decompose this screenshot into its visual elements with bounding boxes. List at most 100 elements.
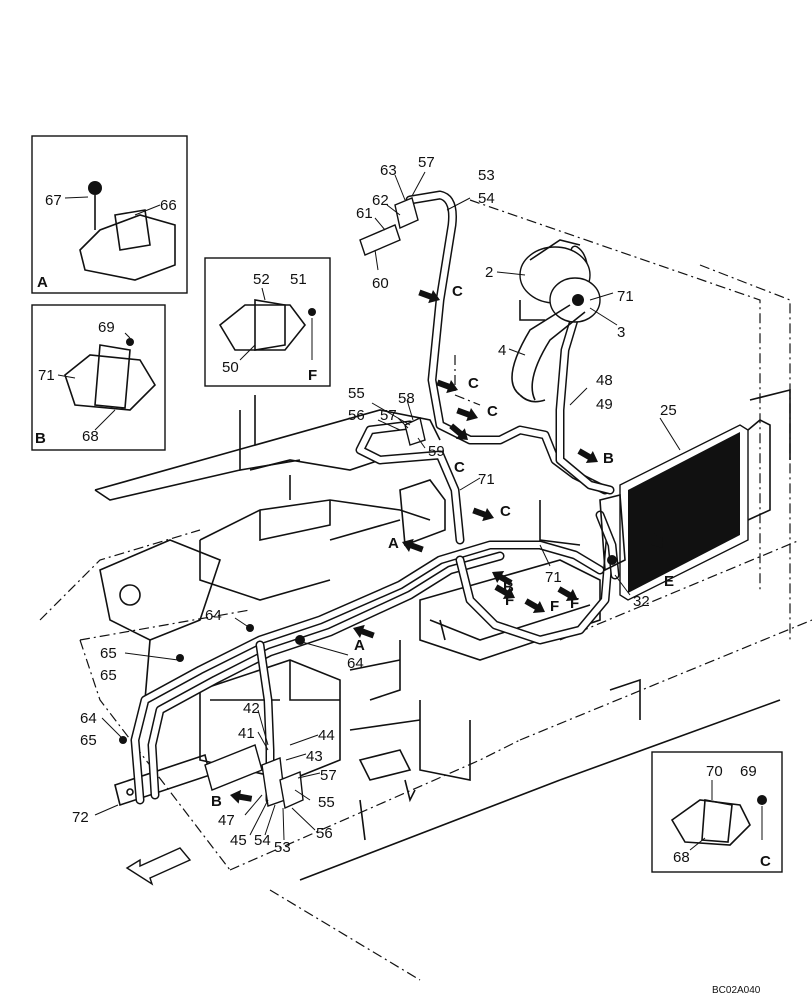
part-label-63: 63: [380, 162, 397, 179]
part-label-4: 4: [498, 342, 506, 359]
condenser: [599, 388, 791, 601]
view-arrow-icon: [449, 423, 468, 440]
fittings: [119, 197, 426, 810]
inset-labels: 67 66 A 69 71 68 B 52 51 50 F 70 69 68 C: [35, 192, 771, 870]
view-arrow-c: C: [449, 423, 468, 476]
view-arrow-letter: A: [388, 535, 399, 552]
view-arrow-letter: F: [505, 592, 514, 609]
view-arrow-icon: [402, 538, 424, 553]
view-arrow-letter: E: [664, 573, 674, 590]
part-label-43: 43: [306, 748, 323, 765]
view-arrow-icon: [436, 379, 458, 394]
part-label-3: 3: [617, 324, 625, 341]
view-arrow-a: A: [388, 535, 424, 553]
view-arrow-b: B: [577, 448, 614, 467]
inset-B-letter: B: [35, 430, 46, 447]
part-label-48: 48: [596, 372, 613, 389]
part-label-58: 58: [398, 390, 415, 407]
leader-lines: [94, 171, 681, 841]
part-label-61: 61: [356, 205, 373, 222]
view-arrow-c: C: [472, 503, 511, 522]
view-arrow-b: B: [211, 789, 253, 810]
part-label-71: 71: [617, 288, 634, 305]
inset-B: [31, 304, 166, 451]
inset-C-label-68: 68: [673, 849, 690, 866]
part-label-55: 55: [318, 794, 335, 811]
part-label-54: 54: [478, 190, 495, 207]
view-arrow-letter: C: [487, 403, 498, 420]
inset-C-letter: C: [760, 853, 771, 870]
view-arrow-icon: [353, 624, 375, 639]
inset-B-label-69: 69: [98, 319, 115, 336]
inset-C-label-70: 70: [706, 763, 723, 780]
view-arrow-icon: [492, 570, 513, 586]
compressor: [511, 239, 601, 403]
part-label-64: 64: [80, 710, 97, 727]
inset-C: [651, 751, 783, 873]
part-label-47: 47: [218, 812, 235, 829]
part-label-49: 49: [596, 396, 613, 413]
part-label-57: 57: [320, 767, 337, 784]
view-arrow-letter: B: [503, 579, 514, 596]
part-label-65: 65: [100, 667, 117, 684]
view-arrow-icon: [494, 584, 515, 600]
hose-runs: [130, 190, 620, 805]
view-arrow-icon: [456, 407, 478, 422]
view-arrow-icon: [472, 507, 494, 522]
part-label-25: 25: [660, 402, 677, 419]
machine-body: [94, 395, 781, 881]
inset-B-label-71: 71: [38, 367, 55, 384]
part-label-72: 72: [72, 809, 89, 826]
inset-B-label-68: 68: [82, 428, 99, 445]
part-label-56: 56: [316, 825, 333, 842]
inset-F-label-50: 50: [222, 359, 239, 376]
part-label-45: 45: [230, 832, 247, 849]
part-label-2: 2: [485, 264, 493, 281]
part-label-64: 64: [205, 607, 222, 624]
view-arrow-letter: C: [452, 283, 463, 300]
view-arrow-letter: C: [454, 459, 465, 476]
part-label-42: 42: [243, 700, 260, 717]
inset-F-letter: F: [308, 367, 317, 384]
direction-arrow-icon: [125, 847, 192, 886]
view-arrow-letter: C: [468, 375, 479, 392]
inset-F: [204, 257, 331, 387]
part-label-60: 60: [372, 275, 389, 292]
view-arrow-letter: C: [500, 503, 511, 520]
view-arrow-icon: [577, 448, 598, 464]
view-arrow-icon: [418, 289, 440, 304]
inset-A-label-66: 66: [160, 197, 177, 214]
view-arrow-icon: [646, 529, 663, 548]
view-arrow-c: C: [436, 375, 479, 394]
part-label-53: 53: [274, 839, 291, 856]
inset-A-label-67: 67: [45, 192, 62, 209]
view-arrow-f: F: [557, 586, 579, 612]
part-label-64: 64: [347, 655, 364, 672]
view-arrow-c: C: [456, 403, 498, 422]
part-label-53: 53: [478, 167, 495, 184]
part-label-41: 41: [238, 725, 255, 742]
view-arrow-c: C: [418, 283, 463, 304]
view-arrow-letter: F: [570, 595, 579, 612]
view-arrow-a: A: [353, 624, 375, 654]
inset-C-label-69: 69: [740, 763, 757, 780]
frame-outline: [39, 199, 812, 981]
view-arrow-icon: [524, 598, 545, 614]
drawing-code: BC02A040: [712, 985, 761, 996]
part-label-54: 54: [254, 832, 271, 849]
inset-A-letter: A: [37, 274, 48, 291]
part-label-57: 57: [380, 407, 397, 424]
view-arrow-b: B: [492, 570, 514, 596]
view-arrow-icon: [557, 586, 578, 602]
part-label-32: 32: [633, 593, 650, 610]
view-arrow-letter: B: [603, 450, 614, 467]
inset-F-label-51: 51: [290, 271, 307, 288]
part-label-55: 55: [348, 385, 365, 402]
part-label-65: 65: [100, 645, 117, 662]
view-arrow-letter: F: [550, 598, 559, 615]
view-arrow-f: F: [524, 598, 559, 615]
